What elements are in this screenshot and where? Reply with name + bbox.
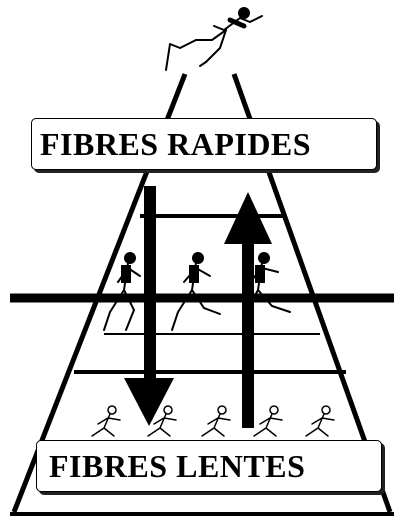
walking-runner-icon: [254, 406, 282, 436]
slow-fibers-label-box: FIBRES LENTES: [36, 440, 382, 492]
slow-fibers-label: FIBRES LENTES: [37, 450, 305, 482]
jogging-runner-icon: [172, 253, 220, 330]
walking-runner-icon: [92, 406, 120, 436]
fast-fibers-label-box: FIBRES RAPIDES: [31, 118, 377, 170]
sprinting-runner-icon: [166, 8, 262, 70]
walking-runner-icon: [306, 406, 334, 436]
fast-fibers-label: FIBRES RAPIDES: [32, 128, 311, 160]
walking-runner-icon: [202, 406, 230, 436]
